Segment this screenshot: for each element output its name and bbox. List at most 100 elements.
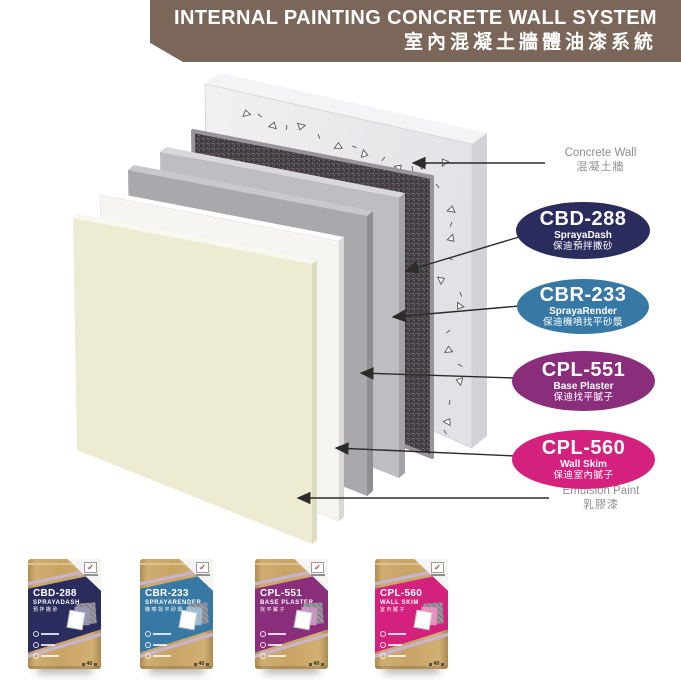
title-banner: INTERNAL PAINTING CONCRETE WALL SYSTEM 室… [150,0,681,62]
feature-icon-row [380,642,402,648]
bag-product-name: SPRAYADASH [33,600,80,606]
feature-icon [260,642,266,648]
feature-icon-row [380,653,406,659]
bag-text-block: CBR-233 SPRAYARENDER 機噴找平砂漿 [145,588,201,614]
label-emulsion-paint: Emulsion Paint 乳膠漆 [545,485,657,512]
product-name-zh: 保迪室內膩子 [553,470,614,481]
feature-icon-row [145,653,171,659]
bag-product-code: CPL-560 [380,588,423,599]
leader-cbr-233 [391,305,520,323]
bag-bottom-edge [140,666,213,669]
layer-illustration [413,602,444,637]
bag-product-code: CBR-233 [145,588,189,599]
product-name-en: SprayaRender [549,306,617,317]
bag-top-fold [375,563,448,565]
bag-product-name-zh: 室內膩子 [380,607,407,613]
weight-mark [94,662,97,666]
brand-name-mark [431,574,445,576]
product-name-en: SprayaDash [554,230,612,241]
product-bubble-cbr-233: CBR-233 SprayaRender 保迪機噴找平砂漿 [517,279,649,334]
product-bubble-cpl-560: CPL-560 Wall Skim 保迪室內膩子 [512,430,655,489]
bag-weight: 40 [193,661,209,667]
leader-cpl-560 [334,442,517,457]
bag-product-name: SPRAYARENDER [145,600,202,606]
product-code: CBR-233 [539,284,627,306]
product-code: CBD-288 [539,208,627,230]
weight-mark [308,662,312,666]
page-title-zh: 室內混凝土牆體油漆系統 [403,32,657,53]
product-bag-cbd-288: ✓ CBD-288 SPRAYADASH 預拌撒砂 40 [28,559,101,669]
product-code: CPL-551 [541,358,626,381]
feature-icon [380,631,386,637]
layer-illustration [66,602,97,637]
feature-icon-row [260,631,286,637]
feature-icon-row [145,631,171,637]
label-emulsion-paint-zh: 乳膠漆 [583,499,619,511]
illustration-finish-layer [413,609,433,631]
layer-emulsion-paint [73,214,317,544]
bag-text-block: CBD-288 SPRAYADASH 預拌撒砂 [33,588,80,614]
bag-text-block: CPL-551 BASE PLASTER 找平膩子 [260,588,314,614]
feature-icon-row [145,642,167,648]
bag-top-fold [28,563,101,565]
feature-icon [33,631,39,637]
product-bag-cpl-551: ✓ CPL-551 BASE PLASTER 找平膩子 40 [255,559,328,669]
leader-cpl-551 [359,367,517,380]
layer-illustration [178,602,209,637]
feature-icon [145,631,151,637]
brand-name-mark [84,574,98,576]
bag-bottom-edge [375,666,448,669]
bag-product-name: WALL SKIM [380,600,419,606]
product-code: CPL-560 [541,437,626,459]
bag-product-name-zh: 機噴找平砂漿 [145,607,185,613]
leader-lines [296,156,549,505]
brand-logo-icon: ✓ [196,562,209,573]
product-name-zh: 保迪找平膩子 [553,391,614,403]
feature-icon [380,653,386,659]
label-concrete-wall-en: Concrete Wall [564,147,637,159]
bag-weight: 40 [428,661,444,667]
feature-icon-row [33,642,55,648]
feature-icon [260,631,266,637]
product-name-zh: 保迪預拌撒砂 [552,241,613,252]
product-bubble-cbd-288: CBD-288 SprayaDash 保迪預拌撒砂 [516,202,650,259]
feature-icon [33,653,39,659]
product-bag-cpl-560: ✓ CPL-560 WALL SKIM 室內膩子 40 [375,559,448,669]
label-concrete-wall-zh: 混凝土牆 [576,161,625,173]
illustration-finish-layer [178,609,198,631]
bag-top-fold [255,563,328,565]
feature-icon-row [260,642,282,648]
illustration-finish-layer [66,609,86,631]
bag-bottom-edge [28,666,101,669]
leader-cbd-288 [404,236,520,274]
weight-mark [321,662,324,666]
brand-name-mark [311,574,325,576]
product-name-en: Wall Skim [560,459,607,470]
feature-icon-row [33,653,59,659]
illustration-finish-layer [293,609,313,631]
bag-weight: 40 [81,661,97,667]
weight-mark [81,662,85,666]
layer-illustration [293,602,324,637]
bag-weight: 40 [308,661,324,667]
weight-mark [441,662,444,666]
feature-icon [145,642,151,648]
weight-mark [193,662,197,666]
bag-product-code: CBD-288 [33,588,77,599]
brand-logo-icon: ✓ [84,562,97,573]
product-bubble-cpl-551: CPL-551 Base Plaster 保迪找平膩子 [512,351,655,411]
label-concrete-wall: Concrete Wall 混凝土牆 [543,147,658,174]
bag-bottom-edge [255,666,328,669]
product-name-en: Base Plaster [553,380,614,392]
feature-icon-row [33,631,59,637]
product-bag-cbr-233: ✓ CBR-233 SPRAYARENDER 機噴找平砂漿 40 [140,559,213,669]
weight-mark [206,662,209,666]
feature-icon [33,642,39,648]
bag-product-name: BASE PLASTER [260,600,314,606]
feature-icon-row [380,631,406,637]
brand-name-mark [196,574,210,576]
bag-product-code: CPL-551 [260,588,303,599]
feature-icon [145,653,151,659]
